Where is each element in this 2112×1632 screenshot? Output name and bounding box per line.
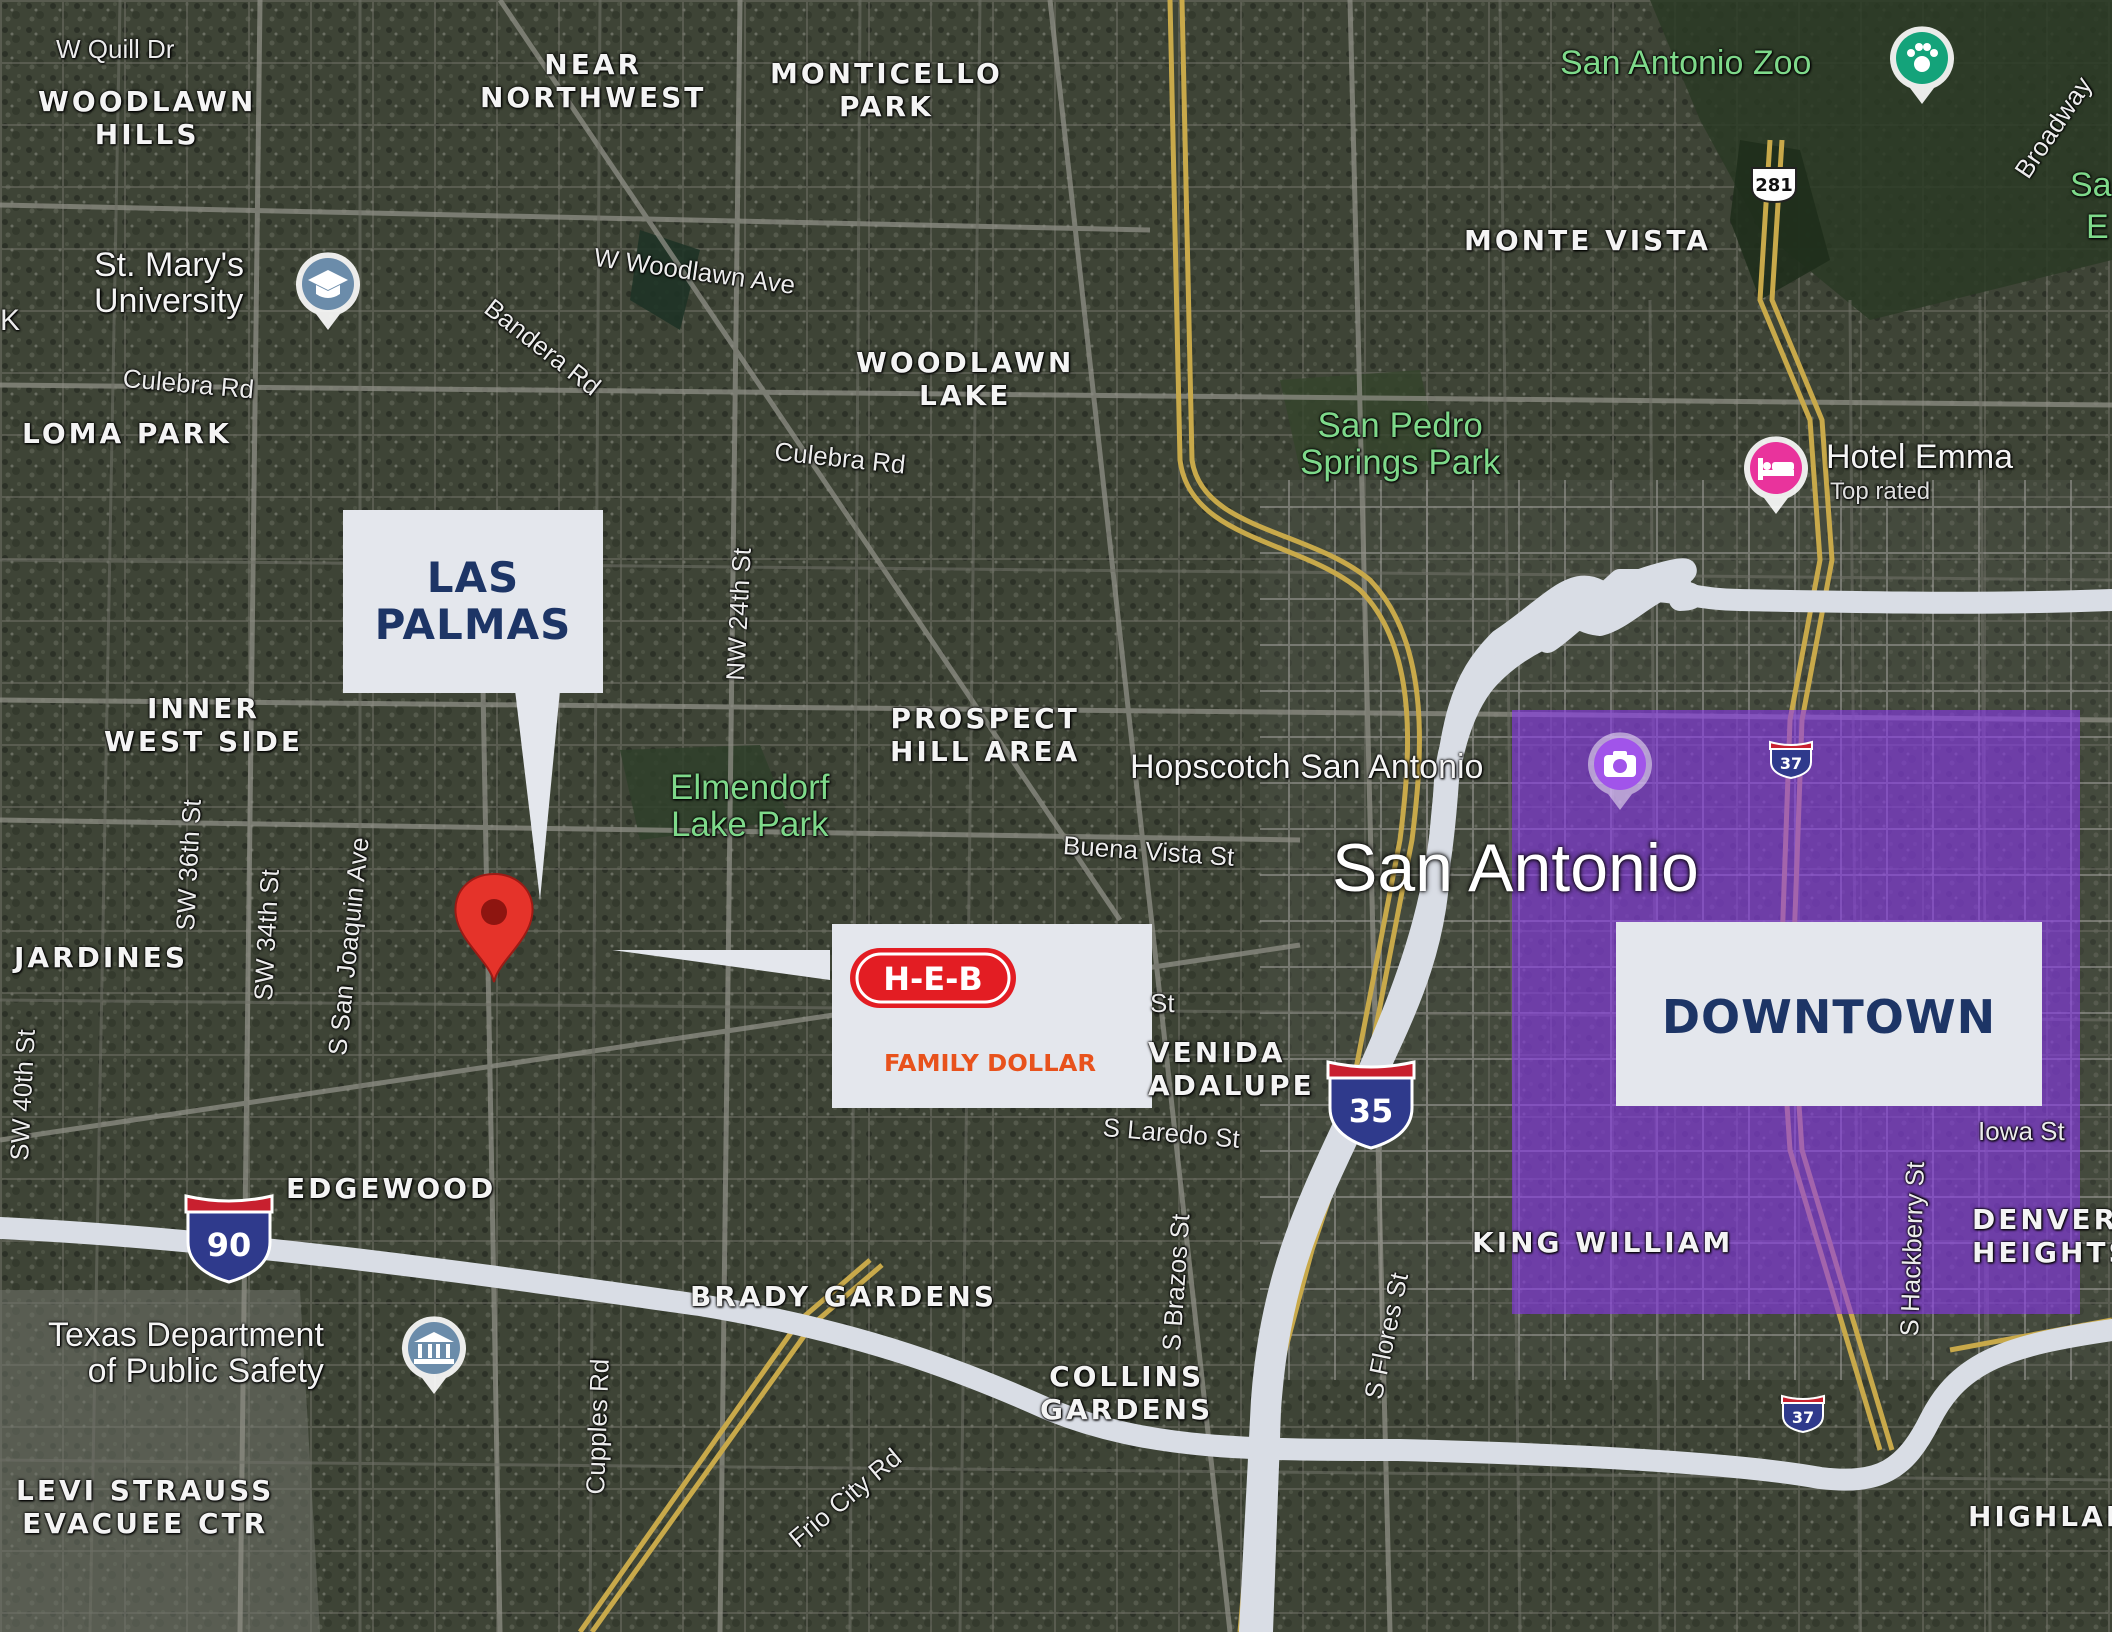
neighborhood-collins-gardens: COLLINS GARDENS bbox=[1040, 1360, 1214, 1427]
street-sw-36th: SW 36th St bbox=[170, 798, 207, 932]
downtown-callout: DOWNTOWN bbox=[1616, 922, 2042, 1106]
i90-shield: 90 bbox=[184, 1194, 274, 1284]
poi-hotel-emma-label[interactable]: Hotel Emma bbox=[1826, 438, 2014, 476]
svg-text:281: 281 bbox=[1755, 175, 1793, 196]
neighborhood-loma-park: LOMA PARK bbox=[22, 417, 232, 450]
hotel-icon[interactable] bbox=[1740, 432, 1812, 516]
svg-text:37: 37 bbox=[1792, 1408, 1814, 1427]
neighborhood-monticello-park: MONTICELLO PARK bbox=[770, 57, 1003, 124]
elmendorf-park-area bbox=[620, 745, 790, 840]
las-palmas-callout: LAS PALMAS bbox=[343, 510, 603, 693]
street-w-quill: W Quill Dr bbox=[56, 34, 175, 64]
graduation-cap-icon[interactable] bbox=[292, 248, 364, 332]
street-nw-24th: NW 24th St bbox=[720, 547, 757, 682]
poi-fragment-sa: Sa bbox=[2070, 166, 2112, 204]
poi-fragment-e: E bbox=[2086, 208, 2109, 246]
street-sw-40th: SW 40th St bbox=[4, 1028, 41, 1162]
neighborhood-brady-gardens: BRADY GARDENS bbox=[690, 1280, 997, 1313]
i37-shield-north: 37 bbox=[1769, 740, 1813, 780]
poi-hotel-emma-sub: Top rated bbox=[1830, 478, 1931, 505]
neighborhood-denver-heights: DENVER HEIGHTS bbox=[1972, 1203, 2112, 1270]
neighborhood-highland: HIGHLAI bbox=[1968, 1500, 2112, 1533]
neighborhood-inner-west-side: INNER WEST SIDE bbox=[104, 692, 303, 759]
family-dollar-logo: FAMILY DOLLAR bbox=[884, 1051, 1096, 1077]
poi-zoo-label[interactable]: San Antonio Zoo bbox=[1560, 44, 1812, 82]
street-iowa: Iowa St bbox=[1978, 1116, 2065, 1146]
street-fragment-st: St bbox=[1150, 988, 1175, 1018]
neighborhood-levi-strauss: LEVI STRAUSS EVACUEE CTR bbox=[16, 1474, 275, 1541]
neighborhood-monte-vista: MONTE VISTA bbox=[1464, 224, 1711, 257]
street-cupples: Cupples Rd bbox=[580, 1358, 615, 1495]
svg-text:35: 35 bbox=[1349, 1092, 1394, 1130]
poi-st-marys-label[interactable]: St. Mary's University bbox=[94, 246, 245, 320]
street-s-hackberry: S Hackberry St bbox=[1894, 1161, 1931, 1337]
poi-txdps-label[interactable]: Texas Department of Public Safety bbox=[48, 1316, 324, 1390]
us281-shield: 281 bbox=[1751, 167, 1797, 204]
svg-text:90: 90 bbox=[207, 1226, 252, 1264]
heb-logo: H-E-B bbox=[850, 948, 1016, 1008]
zoo-park-area bbox=[1650, 0, 2112, 320]
retail-callout: H-E-B FAMILY DOLLAR bbox=[832, 924, 1152, 1108]
map-pin-icon[interactable] bbox=[452, 872, 536, 984]
city-label-san-antonio: San Antonio bbox=[1332, 830, 1699, 906]
street-sw-34th: SW 34th St bbox=[248, 868, 285, 1002]
neighborhood-woodlawn-hills: WOODLAWN HILLS bbox=[38, 85, 257, 152]
camera-icon[interactable] bbox=[1584, 728, 1656, 812]
government-building-icon[interactable] bbox=[398, 1312, 470, 1396]
las-palmas-label: LAS PALMAS bbox=[374, 553, 572, 650]
neighborhood-near-northwest: NEAR NORTHWEST bbox=[480, 48, 707, 115]
zoo-icon[interactable] bbox=[1886, 22, 1958, 106]
i35-overlay bbox=[1251, 578, 2112, 1632]
neighborhood-jardines: JARDINES bbox=[14, 941, 189, 974]
neighborhood-woodlawn-lake: WOODLAWN LAKE bbox=[856, 346, 1075, 413]
neighborhood-king-william: KING WILLIAM bbox=[1472, 1226, 1734, 1259]
neighborhood-edgewood: EDGEWOOD bbox=[286, 1172, 497, 1205]
downtown-label: DOWNTOWN bbox=[1661, 990, 1997, 1044]
i37-shield-south: 37 bbox=[1781, 1394, 1825, 1434]
svg-text:37: 37 bbox=[1780, 754, 1802, 773]
street-fragment-k: K bbox=[0, 304, 21, 337]
poi-san-pedro-label[interactable]: San Pedro Springs Park bbox=[1300, 406, 1501, 482]
heb-logo-text: H-E-B bbox=[883, 960, 983, 998]
poi-hopscotch-label[interactable]: Hopscotch San Antonio bbox=[1130, 748, 1484, 786]
family-dollar-logo-text: FAMILY DOLLAR bbox=[884, 1051, 1096, 1077]
poi-elmendorf-label[interactable]: Elmendorf Lake Park bbox=[670, 768, 830, 844]
i35-shield: 35 bbox=[1326, 1060, 1416, 1150]
neighborhood-prospect-hill: PROSPECT HILL AREA bbox=[890, 702, 1081, 769]
neighborhood-avenida-guadalupe: VENIDA ADALUPE bbox=[1148, 1036, 1315, 1103]
